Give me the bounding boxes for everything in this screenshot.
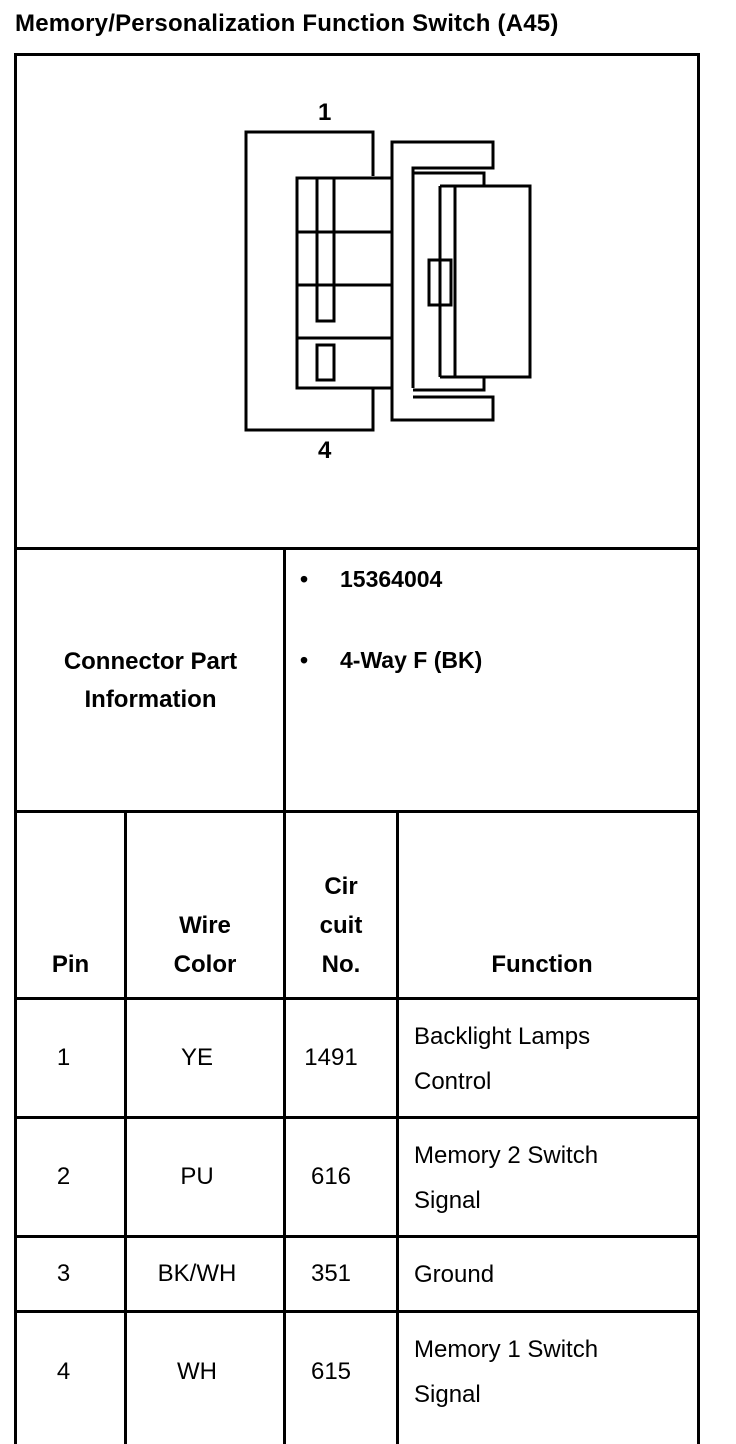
circuit-cell: 615 — [310, 1357, 352, 1385]
function-cell: Memory 1 Switch Signal — [414, 1327, 598, 1417]
header-line: cuit — [319, 912, 363, 939]
function-line: Signal — [414, 1187, 481, 1214]
pin-cell: 2 — [56, 1163, 71, 1190]
wire-color-cell: WH — [177, 1357, 217, 1385]
header-line: Wire — [179, 912, 231, 939]
function-line: Backlight Lamps — [414, 1023, 591, 1050]
divider — [14, 810, 700, 813]
part-number: 15364004 — [340, 566, 443, 592]
header-line: Cir — [324, 873, 358, 900]
divider — [14, 547, 700, 550]
function-line: Memory 1 Switch — [414, 1336, 599, 1363]
connector-part-info-label: Connector Part Information — [17, 550, 284, 812]
header-line: No. — [321, 951, 361, 978]
function-cell: Backlight Lamps Control — [414, 1014, 590, 1104]
divider — [283, 547, 286, 813]
connector-label-line: Connector Part — [63, 648, 238, 675]
wire-color-cell: PU — [180, 1163, 214, 1190]
header-function: Function — [491, 951, 593, 978]
circuit-cell: 351 — [310, 1260, 352, 1287]
bullet: • — [300, 566, 309, 592]
header-pin: Pin — [51, 951, 90, 978]
connector-face-icon — [244, 130, 532, 432]
header-line: Color — [173, 951, 237, 978]
divider — [283, 810, 286, 1444]
function-line: Control — [414, 1068, 492, 1095]
connector-diagram: 1 4 — [17, 56, 697, 549]
connector-table-frame — [14, 53, 700, 1444]
pin-4-label: 4 — [318, 437, 332, 464]
wire-color-cell: YE — [180, 1044, 213, 1071]
function-line: Signal — [414, 1381, 481, 1408]
pin-cell: 1 — [56, 1044, 71, 1071]
divider — [124, 810, 127, 1444]
pin-cell: 3 — [56, 1260, 71, 1287]
wire-color-cell: BK/WH — [157, 1260, 237, 1287]
circuit-cell: 616 — [310, 1163, 352, 1190]
pin-cell: 4 — [56, 1357, 71, 1385]
function-cell: Ground — [414, 1252, 494, 1297]
divider — [14, 997, 700, 1000]
connector-label-line: Information — [84, 686, 217, 713]
bullet: • — [300, 647, 309, 673]
divider — [14, 1235, 700, 1238]
divider — [396, 810, 399, 1444]
divider — [14, 1310, 700, 1313]
function-cell: Memory 2 Switch Signal — [414, 1133, 598, 1223]
header-wire-color: Wire Color — [127, 906, 283, 984]
pin-1-label: 1 — [318, 99, 332, 126]
function-line: Ground — [414, 1261, 495, 1288]
connector-description: 4-Way F (BK) — [340, 647, 483, 673]
circuit-cell: 1491 — [304, 1044, 358, 1071]
function-line: Memory 2 Switch — [414, 1142, 599, 1169]
header-circuit-no: Cir cuit No. — [286, 867, 396, 984]
divider — [14, 1116, 700, 1119]
page-title: Memory/Personalization Function Switch (… — [15, 10, 559, 37]
